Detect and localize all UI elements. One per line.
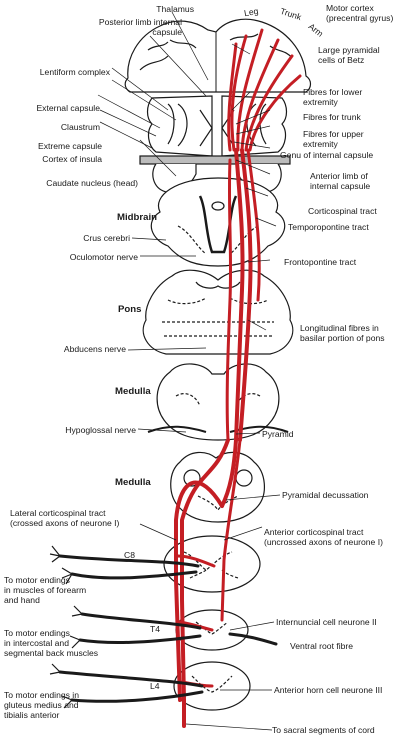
label-corticospinal: Corticospinal tract xyxy=(308,206,377,216)
label-temporopontine: Temporopontine tract xyxy=(288,222,369,232)
pons-section xyxy=(142,269,294,355)
label-external-capsule: External capsule xyxy=(36,103,100,113)
label-sacral: To sacral segments of cord xyxy=(272,725,375,735)
label-longitudinal: Longitudinal fibres in basilar portion o… xyxy=(300,323,385,343)
label-lentiform: Lentiform complex xyxy=(39,67,110,77)
label-motor-cortex: Motor cortex (precentral gyrus) xyxy=(326,3,394,23)
label-hypoglossal: Hypoglossal nerve xyxy=(65,425,136,435)
label-anterior-limb: Anterior limb of internal capsule xyxy=(310,171,371,191)
label-medulla-lower: Medulla xyxy=(115,477,151,488)
label-cortex-insula: Cortex of insula xyxy=(42,154,102,164)
label-fibres-upper: Fibres for upper extremity xyxy=(303,129,364,149)
label-pyramid: Pyramid xyxy=(262,429,294,439)
label-abducens: Abducens nerve xyxy=(63,344,126,354)
label-extreme-capsule: Extreme capsule xyxy=(37,141,102,151)
label-thalamus: Thalamus xyxy=(156,4,194,14)
ventral-root-fibres xyxy=(58,554,278,703)
motor-end-branches xyxy=(49,545,83,709)
label-fibres-trunk: Fibres for trunk xyxy=(303,112,361,122)
label-lateral-cs: Lateral corticospinal tract (crossed axo… xyxy=(10,508,120,528)
label-genu: Genu of internal capsule xyxy=(280,150,374,160)
label-medulla-upper: Medulla xyxy=(115,386,151,397)
label-betz: Large pyramidal cells of Betz xyxy=(318,45,380,65)
label-oculomotor: Oculomotor nerve xyxy=(69,252,138,262)
label-fibres-lower: Fibres for lower extremity xyxy=(303,87,363,107)
label-internuncial: Internuncial cell neurone II xyxy=(276,617,377,627)
label-pons: Pons xyxy=(118,304,142,315)
label-gluteus: To motor endings in gluteus medius and t… xyxy=(4,690,79,720)
label-frontopontine: Frontopontine tract xyxy=(284,257,357,267)
midbrain-section xyxy=(150,177,286,267)
label-intercostal: To motor endings in intercostal and segm… xyxy=(4,628,99,658)
label-claustrum: Claustrum xyxy=(60,122,100,132)
label-c8: C8 xyxy=(124,550,135,560)
label-ventral-root: Ventral root fibre xyxy=(290,641,354,651)
leader-lines xyxy=(97,11,281,731)
label-l4: L4 xyxy=(150,681,160,691)
label-decussation: Pyramidal decussation xyxy=(282,490,369,500)
label-midbrain: Midbrain xyxy=(117,212,157,223)
label-t4: T4 xyxy=(150,624,161,634)
label-crus-cerebri: Crus cerebri xyxy=(83,233,130,243)
label-caudate: Caudate nucleus (head) xyxy=(46,178,138,188)
label-forearm: To motor endings in muscles of forearm a… xyxy=(4,575,87,605)
label-anterior-horn: Anterior horn cell neurone III xyxy=(274,685,383,695)
label-anterior-cs: Anterior corticospinal tract (uncrossed … xyxy=(264,527,383,547)
label-posterior-limb: Posterior limb internal capsule xyxy=(98,17,182,37)
